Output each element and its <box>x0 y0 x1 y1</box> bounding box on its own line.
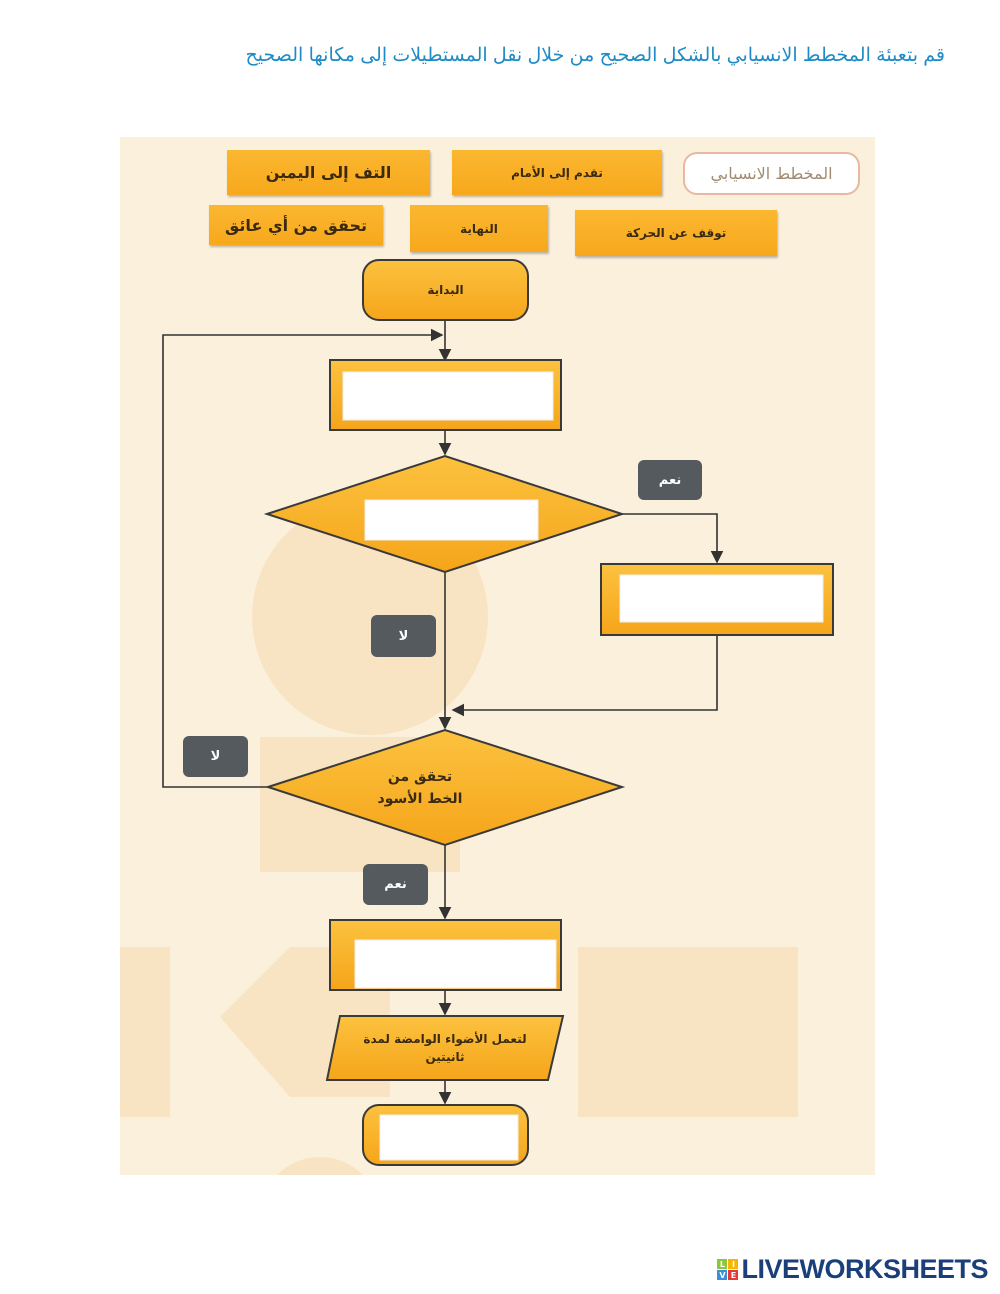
tile-stop-moving[interactable]: توقف عن الحركة <box>575 210 777 256</box>
drop-slot-5 <box>379 1114 519 1161</box>
drop-slot-2 <box>364 499 539 541</box>
drop-slot-3 <box>619 574 824 623</box>
liveworksheets-logo: L I V E LIVEWORKSHEETS <box>717 1254 988 1284</box>
no-badge-1: لا <box>371 615 436 657</box>
tile-move-forward[interactable]: تقدم إلى الأمام <box>452 150 662 195</box>
yes-badge-2: نعم <box>363 864 428 905</box>
logo-icon: L I V E <box>717 1259 739 1280</box>
drop-slot-1 <box>342 371 554 421</box>
yes-badge-1: نعم <box>638 460 702 500</box>
output-parallelogram <box>325 1015 565 1081</box>
decision-2 <box>264 728 626 847</box>
drop-slot-4 <box>354 939 557 989</box>
tile-check-obstacle[interactable]: تحقق من أي عائق <box>209 205 383 245</box>
start-label: البداية <box>427 283 464 297</box>
tile-turn-right[interactable]: التف إلى اليمين <box>227 150 430 195</box>
output-label: لتعمل الأضواء الوامضة لمدة ثانيتين <box>363 1032 527 1064</box>
decision-2-label: تحقق من الخط الأسود <box>377 768 463 807</box>
flowchart-worksheet: المخطط الانسيابي التف إلى اليمين تقدم إل… <box>120 137 875 1175</box>
flowchart-shapes <box>120 259 834 1175</box>
tile-end[interactable]: النهاية <box>410 205 548 252</box>
no-badge-2: لا <box>183 736 248 777</box>
heading-label: المخطط الانسيابي <box>683 152 860 195</box>
start-terminator <box>362 259 529 321</box>
instruction-text: قم بتعبئة المخطط الانسيابي بالشكل الصحيح… <box>245 45 945 66</box>
